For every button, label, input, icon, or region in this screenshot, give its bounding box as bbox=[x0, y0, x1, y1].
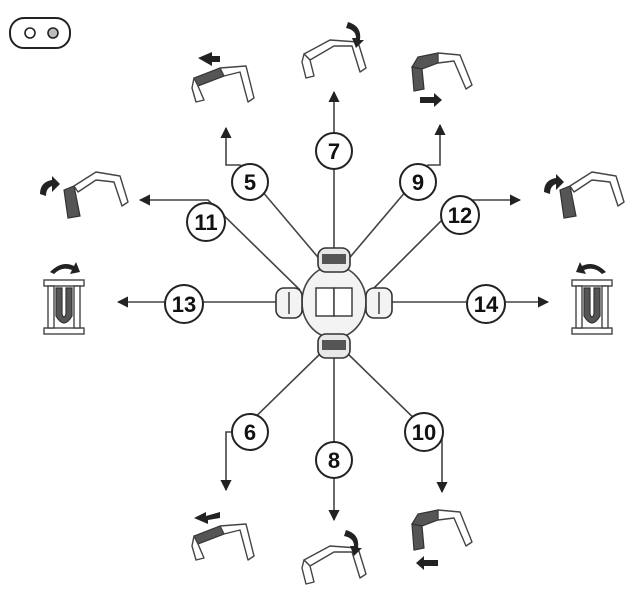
clamp-rotate-icon bbox=[571, 262, 613, 335]
bucket-rotate-icon bbox=[301, 22, 367, 79]
callout-label: 14 bbox=[474, 292, 499, 317]
callout-label: 10 bbox=[412, 420, 436, 445]
callout-label: 5 bbox=[244, 170, 256, 195]
two-dot-toggle-icon bbox=[9, 17, 71, 49]
bucket-rotate-icon bbox=[191, 512, 255, 561]
callout-10: 10 bbox=[404, 412, 444, 452]
callout-label: 13 bbox=[172, 292, 196, 317]
callout-5: 5 bbox=[231, 163, 269, 201]
bucket-rotate-icon bbox=[40, 171, 129, 219]
callout-12: 12 bbox=[440, 195, 480, 235]
bucket-rotate-icon bbox=[301, 530, 367, 585]
joystick-hub-icon bbox=[275, 247, 393, 359]
callout-label: 9 bbox=[412, 170, 424, 195]
callout-7: 7 bbox=[315, 132, 353, 170]
bucket-rotate-icon bbox=[411, 509, 473, 570]
bucket-rotate-icon bbox=[411, 52, 473, 107]
bucket-rotate-icon bbox=[544, 171, 625, 219]
callout-14: 14 bbox=[466, 284, 506, 324]
callout-13: 13 bbox=[164, 284, 204, 324]
clamp-rotate-icon bbox=[43, 262, 85, 335]
callout-label: 12 bbox=[448, 203, 472, 228]
callout-11: 11 bbox=[186, 202, 226, 242]
callout-9: 9 bbox=[399, 163, 437, 201]
callout-label: 11 bbox=[194, 210, 217, 235]
callout-label: 6 bbox=[244, 420, 256, 445]
callout-label: 7 bbox=[328, 139, 340, 164]
callout-6: 6 bbox=[231, 413, 269, 451]
callout-8: 8 bbox=[315, 441, 353, 479]
callout-label: 8 bbox=[328, 448, 340, 473]
bucket-rotate-icon bbox=[191, 52, 255, 103]
